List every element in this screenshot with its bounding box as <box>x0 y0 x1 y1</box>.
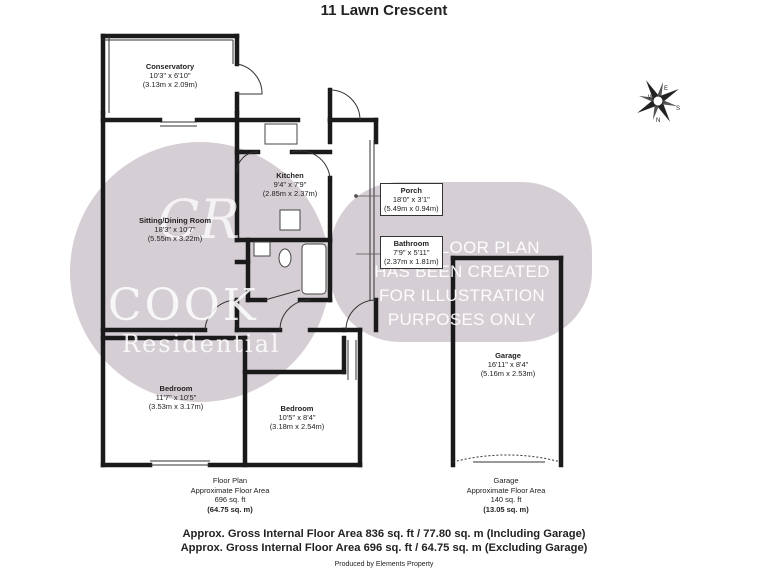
total-including-garage: Approx. Gross Internal Floor Area 836 sq… <box>182 528 586 540</box>
room-label-bedroom-1: Bedroom 11'7" x 10'5" (3.53m x 3.17m) <box>148 384 204 411</box>
windows <box>103 36 545 466</box>
room-label-sitting-dining: Sitting/Dining Room 18'3" x 10'7" (5.55m… <box>138 216 212 243</box>
room-label-bathroom: Bathroom 7'9" x 5'11" (2.37m x 1.81m) <box>380 236 443 269</box>
watermark-brand: COOK <box>108 280 259 331</box>
producer-credit: Produced by Elements Property <box>334 561 434 568</box>
compass-label-s: S <box>676 106 680 112</box>
toilet <box>278 248 292 268</box>
disclaimer-line-3: FOR ILLUSTRATION <box>378 286 545 305</box>
kitchen-hob <box>279 209 301 231</box>
room-label-conservatory: Conservatory 10'3" x 6'10" (3.13m x 2.09… <box>142 62 198 89</box>
gross-area-totals: Approx. Gross Internal Floor Area 836 sq… <box>0 527 768 555</box>
page-title: 11 Lawn Crescent <box>320 2 448 19</box>
total-excluding-garage: Approx. Gross Internal Floor Area 696 sq… <box>180 542 588 554</box>
kitchen-sink <box>264 123 298 145</box>
watermark-brand-sub: Residential <box>122 330 281 358</box>
walls <box>100 33 564 468</box>
fixtures <box>253 123 327 295</box>
compass-letters: W E S N <box>648 86 680 124</box>
compass-label-e-top: E <box>664 86 668 92</box>
door-swings <box>204 63 562 463</box>
room-label-kitchen: Kitchen 9'4" x 7'9" (2.85m x 2.37m) <box>262 171 318 198</box>
basin <box>253 241 271 257</box>
watermark-banner <box>330 182 592 342</box>
garage-area: Garage Approximate Floor Area 140 sq. ft… <box>466 476 546 514</box>
floor-plan-area: Floor Plan Approximate Floor Area 696 sq… <box>190 476 270 514</box>
room-label-garage: Garage 16'11" x 8'4" (5.16m x 2.53m) <box>480 351 536 378</box>
room-label-porch: Porch 18'0" x 3'1" (5.49m x 0.94m) <box>380 183 443 216</box>
compass-icon <box>637 80 679 122</box>
compass-label-n: N <box>656 118 660 124</box>
bath <box>301 243 327 295</box>
watermark-monogram: CR <box>158 188 240 251</box>
compass-label-w: W <box>648 95 654 101</box>
room-label-bedroom-2: Bedroom 10'5" x 8'4" (3.18m x 2.54m) <box>269 404 325 431</box>
disclaimer-line-4: PURPOSES ONLY <box>387 310 537 329</box>
